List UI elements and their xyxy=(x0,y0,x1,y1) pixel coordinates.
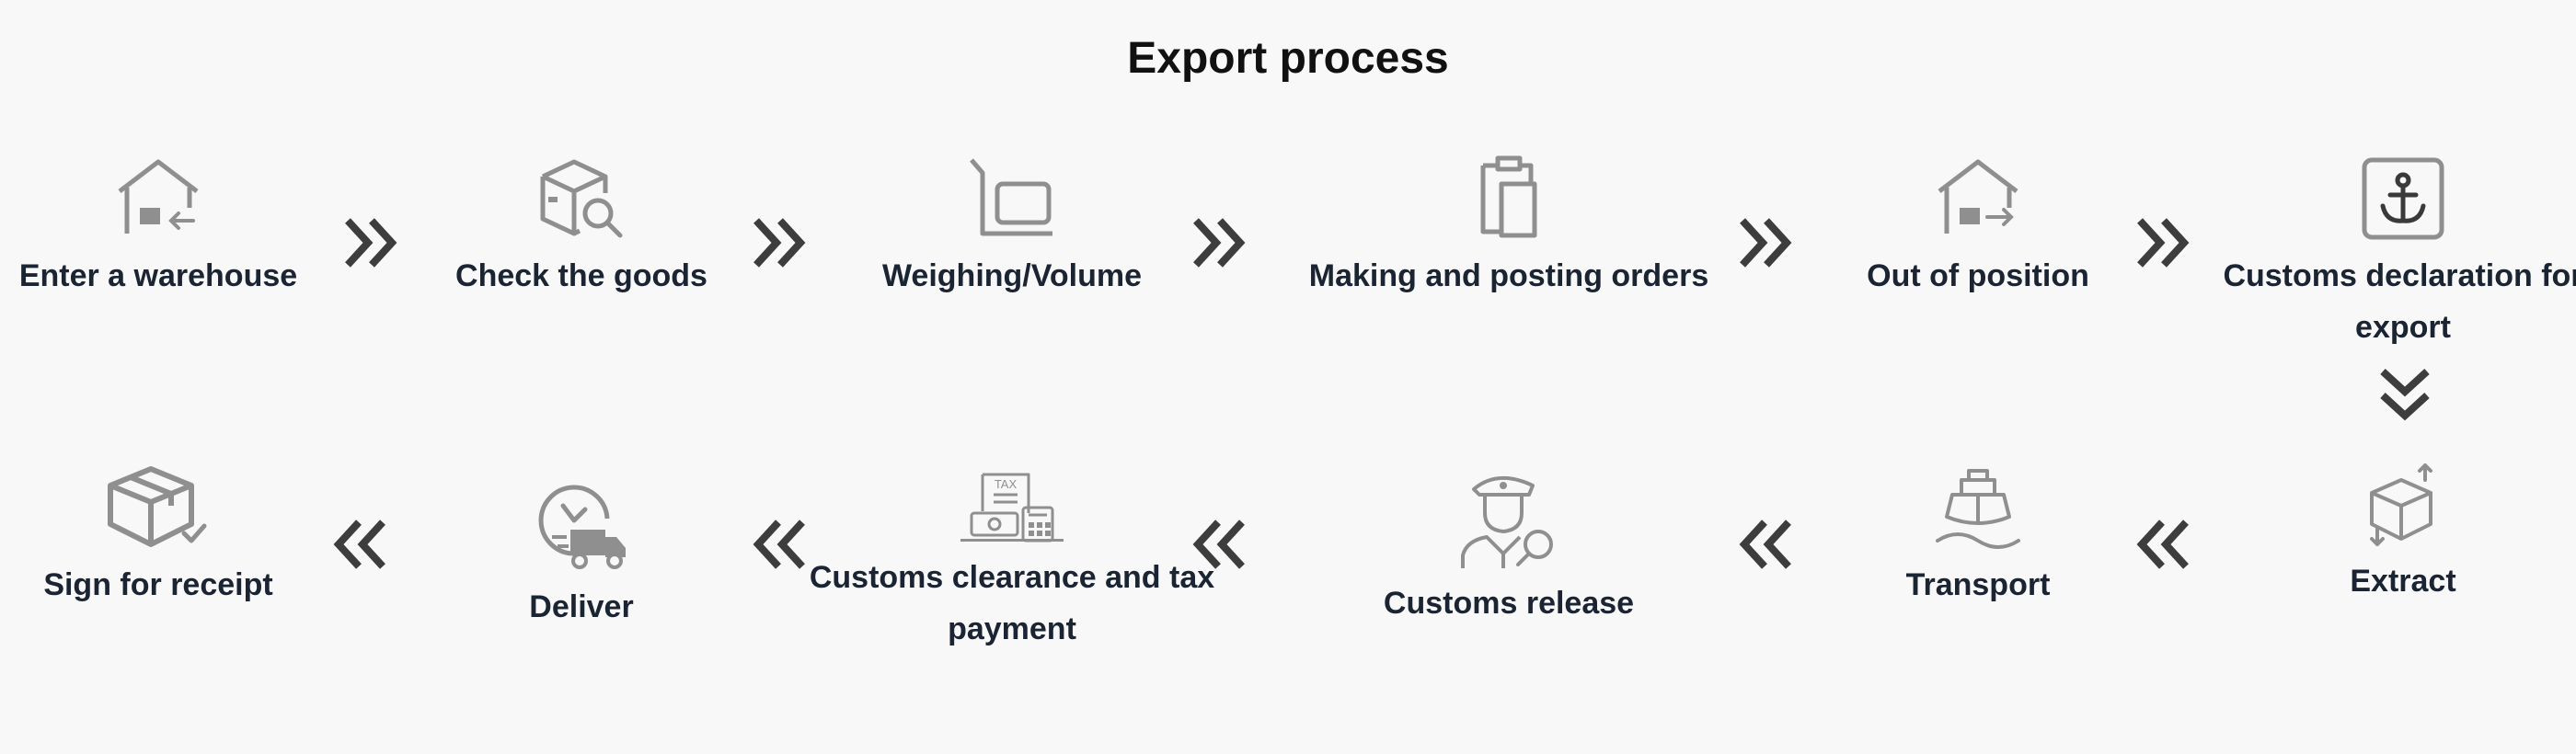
arrow-right xyxy=(342,217,401,268)
arrow-right xyxy=(751,217,810,268)
tax-calculator-icon: TAX xyxy=(960,473,1064,543)
double-chevron-left-icon xyxy=(2136,520,2189,569)
clock-truck-icon xyxy=(538,485,626,569)
step-deliver: Deliver xyxy=(361,478,802,633)
double-chevron-right-icon xyxy=(1193,218,1246,268)
step-label: Sign for receipt xyxy=(43,567,273,602)
step-label: Customs declaration for export xyxy=(2223,258,2576,345)
diagram-title: Export process xyxy=(1127,34,1449,83)
step-label: Check the goods xyxy=(455,258,707,293)
clipboard-documents-icon xyxy=(1480,155,1537,238)
arrow-left xyxy=(1737,519,1796,570)
arrow-left xyxy=(751,519,810,570)
box-magnifier-icon xyxy=(540,159,623,238)
arrow-right xyxy=(1737,217,1796,268)
double-chevron-left-icon xyxy=(1192,520,1245,569)
step-customs-clearance-tax: TAX Customs clearance and tax payment xyxy=(791,471,1233,655)
step-label: Customs release xyxy=(1383,586,1635,621)
arrow-right xyxy=(2134,217,2193,268)
warehouse-in-icon xyxy=(118,159,199,234)
double-chevron-left-icon xyxy=(333,520,385,569)
arrow-right xyxy=(1190,217,1249,268)
step-customs-release: Customs release xyxy=(1288,467,1730,629)
step-sign-for-receipt: Sign for receipt xyxy=(0,463,379,611)
step-making-posting-orders: Making and posting orders xyxy=(1288,154,1730,302)
step-transport: Transport xyxy=(1757,463,2199,611)
step-weighing-volume: Weighing/Volume xyxy=(791,154,1233,302)
svg-text:TAX: TAX xyxy=(995,477,1018,491)
step-label: Making and posting orders xyxy=(1308,258,1709,293)
arrow-down xyxy=(2379,366,2431,425)
double-chevron-right-icon xyxy=(345,218,397,268)
step-extract: Extract xyxy=(2182,460,2576,607)
step-out-of-position: Out of position xyxy=(1757,154,2199,302)
double-chevron-left-icon xyxy=(753,520,805,569)
double-chevron-down-icon xyxy=(2380,369,2430,421)
customs-officer-icon xyxy=(1461,475,1553,568)
box-check-icon xyxy=(108,466,207,547)
step-label: Out of position xyxy=(1867,258,2089,293)
anchor-icon xyxy=(2362,157,2444,240)
double-chevron-right-icon xyxy=(2137,218,2190,268)
step-enter-warehouse: Enter a warehouse xyxy=(0,154,379,302)
double-chevron-right-icon xyxy=(1740,218,1792,268)
double-chevron-left-icon xyxy=(1739,520,1791,569)
ship-icon xyxy=(1936,469,2020,549)
step-label: Customs clearance and tax payment xyxy=(809,560,1215,646)
step-label: Weighing/Volume xyxy=(881,258,1143,293)
step-label: Enter a warehouse xyxy=(18,258,298,293)
box-arrows-icon xyxy=(2370,463,2432,546)
double-chevron-right-icon xyxy=(753,218,806,268)
scale-icon xyxy=(970,158,1052,236)
step-customs-declaration-export: Customs declaration for export xyxy=(2182,154,2576,353)
arrow-left xyxy=(2134,519,2193,570)
arrow-left xyxy=(1190,519,1249,570)
arrow-left xyxy=(331,519,390,570)
step-check-goods: Check the goods xyxy=(361,154,802,302)
step-label: Deliver xyxy=(529,589,634,624)
step-label: Transport xyxy=(1905,567,2051,602)
step-label: Extract xyxy=(2350,564,2456,599)
warehouse-out-icon xyxy=(1938,159,2018,234)
